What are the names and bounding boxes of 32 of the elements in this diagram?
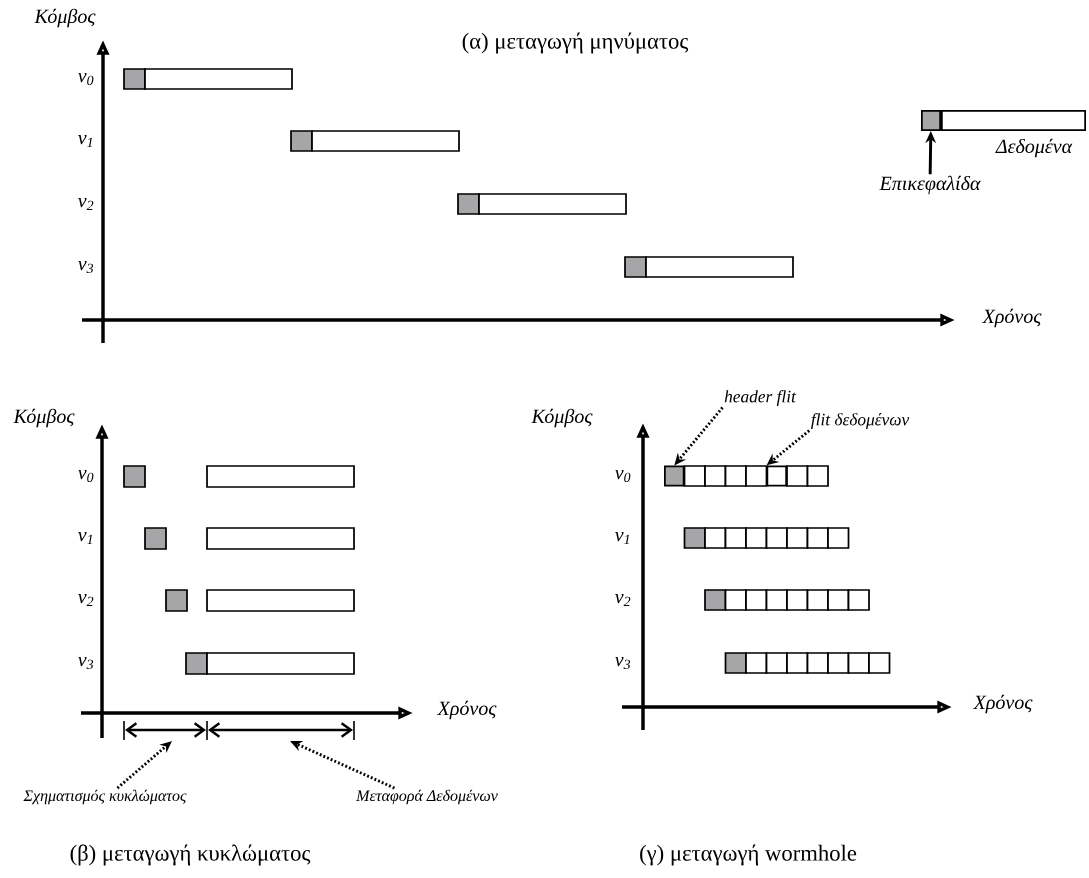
axis-label: Χρόνος — [436, 700, 497, 720]
panel-title: (β) μεταγωγή κυκλώματος — [70, 844, 311, 866]
panel-title: (γ) μεταγωγή wormhole — [640, 844, 857, 866]
node-label: v$_{1}$ — [78, 531, 93, 545]
node-label: v$_{1}$ — [615, 531, 630, 545]
axis-label: Κόμβος — [34, 8, 96, 28]
axis-label: Κόμβος — [531, 408, 593, 428]
leader-line — [116, 741, 172, 790]
leader-label: header flit — [724, 390, 797, 406]
node-label: v$_{2}$ — [78, 593, 94, 607]
node-label: v$_{0}$ — [615, 469, 631, 483]
node-label: v$_{2}$ — [78, 197, 94, 211]
axis-label: Χρόνος — [972, 694, 1033, 714]
node-label: v$_{3}$ — [78, 656, 94, 670]
panel-title: (α) μεταγωγή μηνύματος — [462, 32, 689, 54]
node-label: v$_{0}$ — [78, 469, 94, 483]
data-bar — [941, 109, 1086, 132]
data-label: Δεδομένα — [995, 138, 1073, 158]
node-label: v$_{3}$ — [615, 656, 631, 670]
node-label: v$_{1}$ — [78, 134, 93, 148]
axis-label: Κόμβος — [13, 408, 75, 428]
data-flit-cell — [766, 465, 787, 487]
leader-label: Σχηματισμός κυκλώματος — [23, 789, 187, 805]
leader-label: Μεταφορά Δεδομένων — [356, 789, 498, 805]
axis-label: Χρόνος — [981, 308, 1042, 328]
leader-label: Επικεφαλίδα — [879, 175, 981, 195]
node-label: v$_{0}$ — [78, 72, 94, 86]
header-cell — [921, 109, 941, 132]
header-cell — [664, 465, 685, 487]
leader-label: flit δεδομένων — [811, 413, 910, 429]
node-label: v$_{2}$ — [615, 593, 631, 607]
node-label: v$_{3}$ — [78, 260, 94, 274]
